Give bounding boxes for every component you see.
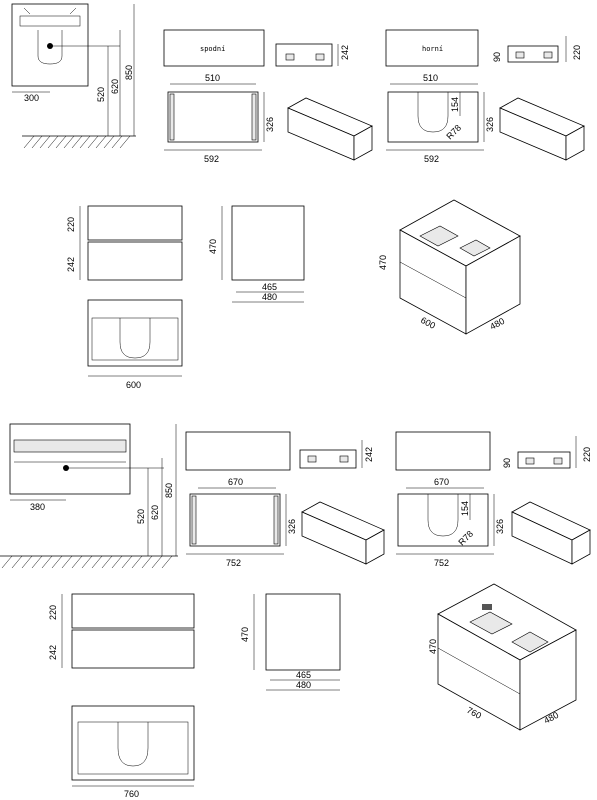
- dim-220-760: 220: [582, 447, 592, 462]
- front-upper-drawer: [87, 205, 183, 241]
- dim-side-465-760: 465: [296, 670, 311, 680]
- front-view-600: 220 242: [66, 205, 183, 281]
- dim-326-760: 326: [287, 519, 297, 534]
- upper-drawer-760: 90 220 670 154 R78 326 752: [395, 431, 592, 568]
- front-lower-drawer-760: [71, 629, 195, 669]
- set-760: 520 620 850 380 242 670 326 752: [0, 423, 592, 799]
- dim-592: 592: [204, 154, 219, 164]
- dim-520-760: 520: [136, 509, 146, 524]
- dim-242: 242: [340, 45, 350, 60]
- side-view-760: 470 465 480: [240, 593, 341, 691]
- dim-670: 670: [228, 477, 243, 487]
- dim-670b: 670: [434, 477, 449, 487]
- lower-drawer-front: [167, 91, 259, 143]
- side-view-600: 470 465 480: [208, 205, 305, 303]
- upper-drawer-top: [385, 29, 479, 67]
- lower-drawer-front-760: [189, 493, 281, 547]
- dim-iso-600: 600: [419, 315, 437, 331]
- upper-drawer-label: horní: [422, 45, 443, 53]
- cabinet-outline-760: [9, 423, 131, 495]
- dim-iso-470-760: 470: [428, 639, 438, 654]
- front-view-760: 220 242: [48, 593, 195, 669]
- iso-cabinet-600: 470 600 480: [378, 199, 521, 335]
- dim-242-760: 242: [364, 447, 374, 462]
- dim-front-242: 242: [66, 257, 76, 272]
- dim-520: 520: [96, 87, 106, 102]
- front-upper-drawer-760: [71, 593, 195, 629]
- upper-drawer-front-760: [397, 493, 489, 547]
- dim-510b: 510: [423, 73, 438, 83]
- iso-cabinet-760: 470 760 480: [428, 583, 577, 731]
- dim-850-760: 850: [164, 483, 174, 498]
- dim-plan-600: 600: [126, 380, 141, 390]
- side-panel-760: [265, 593, 341, 671]
- dim-front-220: 220: [66, 217, 76, 232]
- dim-620: 620: [110, 79, 120, 94]
- dim-side-480-760: 480: [296, 680, 311, 690]
- dim-220: 220: [572, 45, 582, 60]
- lower-drawer-top: [163, 29, 265, 67]
- plan-cutout: [119, 318, 151, 359]
- dim-154: 154: [450, 97, 460, 112]
- dim-326b-760: 326: [495, 519, 505, 534]
- lower-drawer-label: spodní: [200, 45, 225, 53]
- side-panel: [231, 205, 305, 281]
- plan-outline-760: [71, 705, 195, 781]
- dim-side-480: 480: [262, 292, 277, 302]
- upper-drawer-front: [387, 91, 479, 143]
- dim-90-760: 90: [502, 458, 512, 468]
- iso-side: [465, 235, 521, 335]
- dim-front-242-760: 242: [48, 645, 58, 660]
- plan-view-600: 600: [87, 299, 183, 390]
- lower-drawer-760: 242 670 326 752: [185, 431, 385, 568]
- tap-fitting: [482, 604, 492, 610]
- dim-850: 850: [124, 65, 134, 80]
- dim-300: 300: [24, 93, 39, 103]
- upper-drawer-600: horní 90 220 510 154 R78 326 592: [385, 29, 585, 164]
- dim-510: 510: [205, 73, 220, 83]
- dim-iso-470: 470: [378, 255, 388, 270]
- upper-drawer-top-760: [395, 431, 491, 471]
- dim-154-760: 154: [460, 501, 470, 516]
- dim-side-470-760: 470: [240, 627, 250, 642]
- drawer-strip: [19, 15, 81, 27]
- plan-view-760: 760: [71, 705, 195, 799]
- set-600: 520 620 850 300 spodní 242 510 326 592: [11, 3, 585, 390]
- dim-side-465: 465: [262, 282, 277, 292]
- dim-front-220-760: 220: [48, 605, 58, 620]
- floor-hatch-760: [1, 555, 173, 569]
- dim-90: 90: [492, 52, 502, 62]
- dim-752b: 752: [434, 558, 449, 568]
- front-lower-drawer: [87, 241, 183, 281]
- lower-drawer-top-760: [185, 431, 291, 471]
- dim-380: 380: [30, 502, 45, 512]
- mounting-view-760: 520 620 850 380: [0, 423, 178, 569]
- upper-drawer-cutout: [417, 92, 449, 133]
- dim-plan-760: 760: [124, 789, 139, 799]
- dim-326: 326: [265, 117, 275, 132]
- mounting-view-600: 520 620 850 300: [11, 3, 136, 149]
- dim-752: 752: [226, 558, 241, 568]
- siphon-cutout: [37, 30, 63, 65]
- floor-hatch: [23, 135, 131, 149]
- lower-drawer-section: [275, 43, 333, 67]
- dim-592b: 592: [424, 154, 439, 164]
- dim-620-760: 620: [150, 505, 160, 520]
- dim-side-470: 470: [208, 239, 218, 254]
- plan-outline: [87, 299, 183, 367]
- lower-drawer-600: spodní 242 510 326 592: [163, 29, 373, 164]
- dim-326b: 326: [485, 117, 495, 132]
